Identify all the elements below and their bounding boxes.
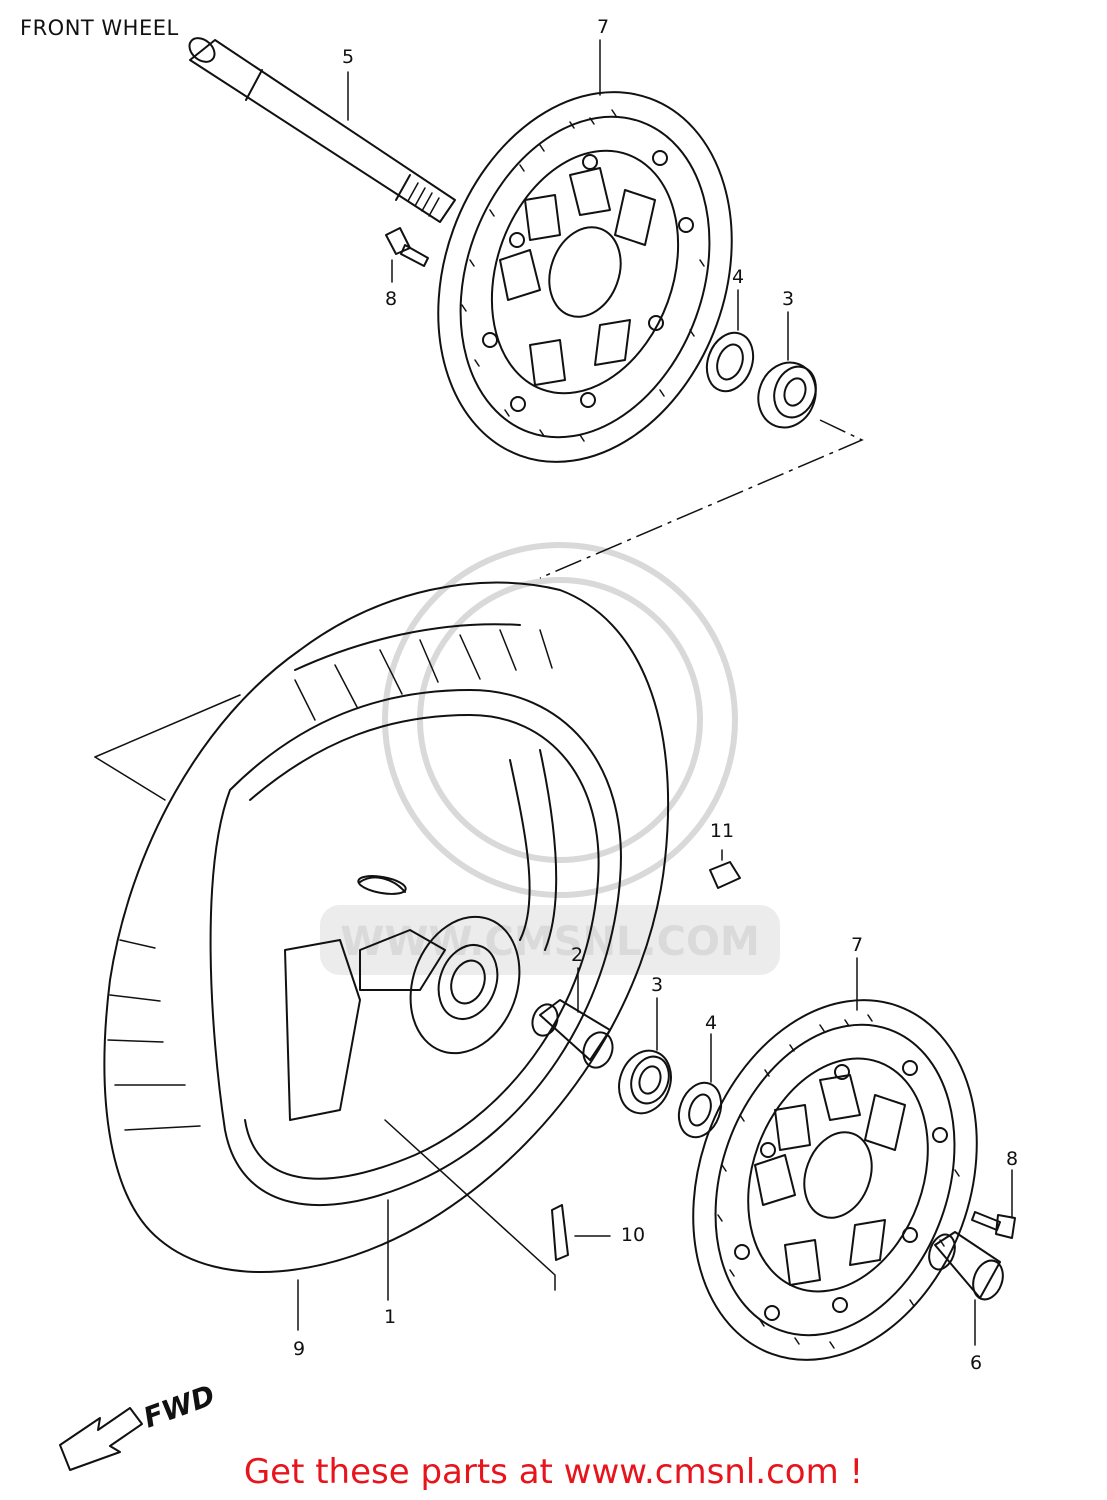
callout-6: 6 [969, 1352, 983, 1374]
upper-dust-seal [705, 331, 755, 393]
callout-2: 2 [570, 944, 584, 966]
upper-brake-disc [437, 91, 733, 463]
lower-brake-disc [692, 999, 978, 1361]
callout-10: 10 [620, 1224, 646, 1246]
fwd-label: FWD [139, 1379, 219, 1435]
callout-4-upper: 4 [731, 266, 745, 288]
lower-disc-bolt [971, 1211, 1016, 1239]
tire-valve [551, 1204, 569, 1261]
promo-link[interactable]: Get these parts at www.cmsnl.com ! [243, 1452, 864, 1492]
watermark-logo: WWW.CMSNL.COM [320, 542, 780, 975]
callout-1: 1 [383, 1306, 397, 1328]
callout-5: 5 [341, 46, 355, 68]
callout-11: 11 [709, 820, 735, 842]
callout-8-lower: 8 [1005, 1148, 1019, 1170]
lower-dust-seal [677, 1081, 723, 1139]
wheel-spacer [531, 999, 614, 1069]
front-axle [188, 37, 456, 223]
balance-weight [709, 861, 741, 889]
axle-collar [928, 1231, 1004, 1301]
callout-3-lower: 3 [650, 974, 664, 996]
upper-bearing [757, 361, 817, 429]
front-wheel-assembly [103, 581, 670, 1273]
diagram-title: FRONT WHEEL [20, 16, 179, 40]
callout-7-lower: 7 [850, 934, 864, 956]
callout-7-upper: 7 [596, 16, 610, 38]
lower-bearing [618, 1049, 672, 1115]
upper-disc-bolt [385, 227, 429, 267]
callout-3-upper: 3 [781, 288, 795, 310]
callout-4-lower: 4 [704, 1012, 718, 1034]
callout-9: 9 [292, 1338, 306, 1360]
leader-lines [297, 39, 1013, 1346]
callout-8-upper: 8 [384, 288, 398, 310]
watermark-text: WWW.CMSNL.COM [340, 919, 760, 965]
